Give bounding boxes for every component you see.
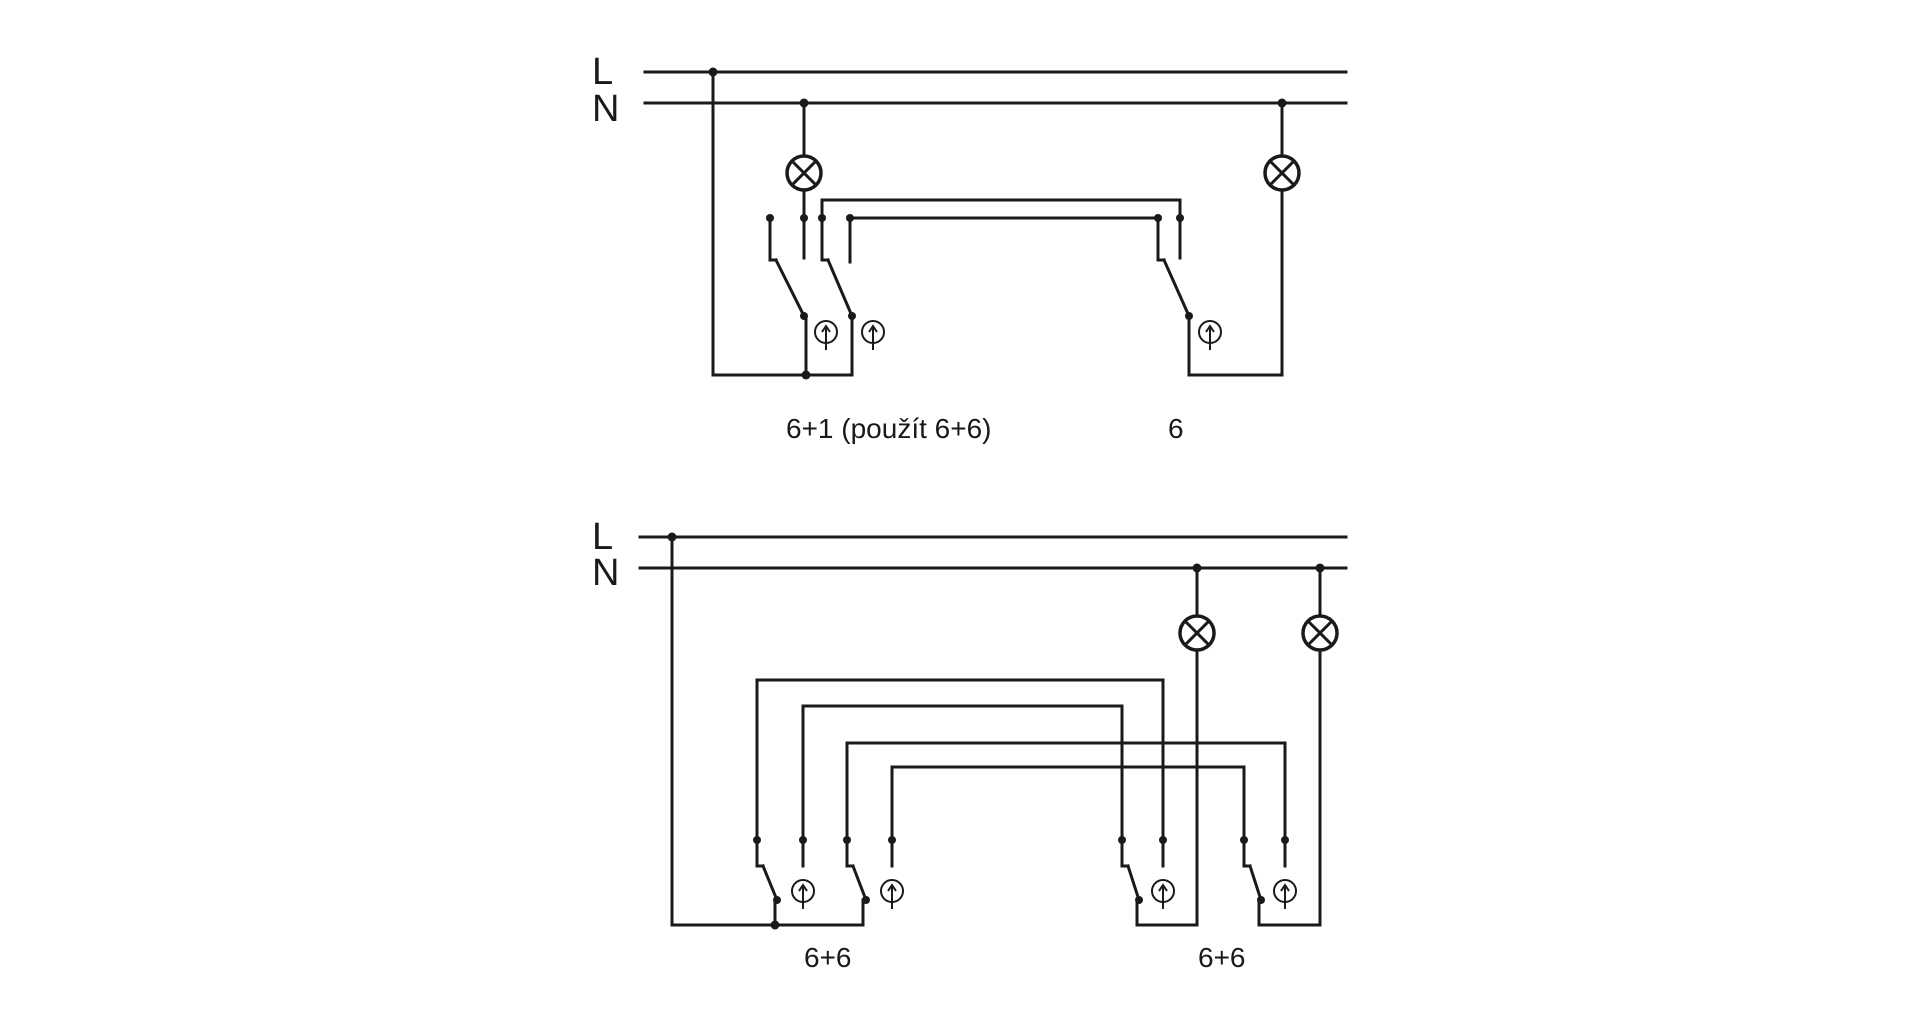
top-bus-n-label: N: [592, 88, 619, 130]
bottom-lamp-2-return-wire: [1257, 648, 1322, 927]
top-left-switch-2: [818, 214, 856, 320]
bottom-indicator-icon: [1151, 879, 1175, 909]
top-right-lamp-icon: [1263, 154, 1301, 192]
bottom-common-bridge-wire: [773, 898, 865, 927]
bottom-left-switch-2: [843, 836, 896, 904]
top-junction-dot: [799, 98, 809, 108]
top-diagram: L N: [592, 51, 1348, 444]
top-bus-l-label: L: [592, 51, 613, 93]
top-junction-dot: [801, 370, 811, 380]
top-l-feed-wire: [711, 70, 808, 377]
top-indicator-icon: [861, 320, 885, 350]
bottom-right-switch-1: [1118, 836, 1167, 904]
bottom-indicator-icon: [1273, 879, 1297, 909]
bottom-lamp-1-icon: [1178, 614, 1216, 652]
top-switch-lever: [826, 258, 854, 318]
bottom-caption-left: 6+6: [804, 942, 852, 973]
top-traveller-wire-1: [820, 198, 1182, 220]
bottom-bus-l-label: L: [592, 516, 613, 558]
bottom-junction-dot: [770, 920, 780, 930]
top-caption-left: 6+1 (použít 6+6): [786, 413, 991, 444]
top-switch-lever: [773, 257, 807, 319]
bottom-indicator-icon: [791, 879, 815, 909]
bottom-junction-dot: [1315, 563, 1325, 573]
bottom-switch-lever: [1248, 864, 1263, 902]
bottom-lamp-2-icon: [1301, 614, 1339, 652]
bottom-traveller-wire-3: [845, 741, 1287, 842]
top-left-switch-1: [766, 214, 808, 320]
top-indicator-icon: [1198, 320, 1222, 350]
bottom-bus-n-label: N: [592, 552, 619, 594]
bottom-switch-lever: [1126, 864, 1141, 902]
top-right-lamp-return-wire: [1187, 188, 1284, 377]
top-left-lamp-icon: [785, 154, 823, 192]
bottom-indicator-icon: [880, 879, 904, 909]
bottom-junction-dot: [1192, 563, 1202, 573]
bottom-traveller-wire-2: [801, 704, 1124, 842]
bottom-right-switch-2: [1240, 836, 1289, 904]
bottom-junction-dot: [667, 532, 677, 542]
bottom-traveller-wire-1: [755, 678, 1165, 842]
bottom-left-switch-1: [753, 836, 807, 904]
bottom-l-feed-wire: [670, 535, 777, 927]
bottom-traveller-wire-4: [890, 765, 1246, 842]
top-indicator-icon: [814, 320, 838, 350]
bottom-lamp-1-return-wire: [1135, 648, 1199, 927]
bottom-switch-lever: [851, 864, 868, 902]
bottom-caption-right: 6+6: [1198, 942, 1246, 973]
bottom-switch-lever: [761, 864, 779, 902]
top-caption-right: 6: [1168, 413, 1184, 444]
top-junction-dot: [1277, 98, 1287, 108]
bottom-diagram: L N: [592, 516, 1348, 973]
top-junction-dot: [708, 67, 718, 77]
top-right-switch: [1154, 214, 1193, 320]
top-switch-lever: [1162, 258, 1191, 318]
